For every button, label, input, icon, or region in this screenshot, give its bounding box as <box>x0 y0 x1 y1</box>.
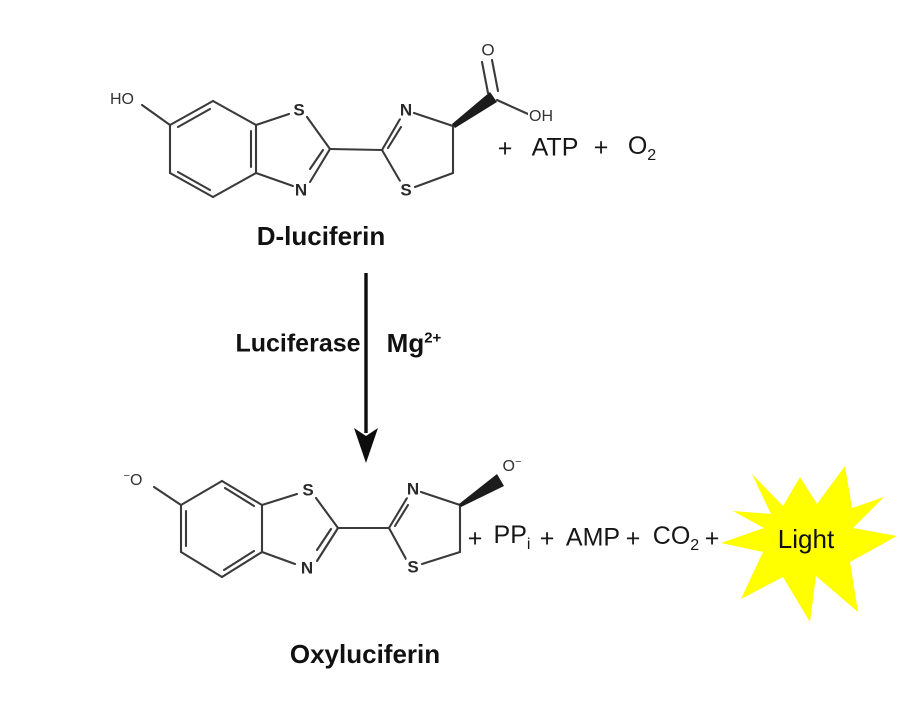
plus-sign: + <box>593 133 609 162</box>
stereo-wedge-bond-top <box>452 92 497 128</box>
sulfur-atom-label: S <box>301 480 315 500</box>
pyrophosphate-formula: PPi <box>493 521 531 553</box>
acid-oh-label: OH <box>528 108 554 125</box>
plus-sign: + <box>625 524 641 553</box>
nitrogen-atom-label: N <box>299 558 315 578</box>
plus-sign: + <box>497 134 513 163</box>
thiazoline-ring-top <box>380 111 455 189</box>
reaction-arrow <box>354 273 378 463</box>
d-luciferin-name: D-luciferin <box>256 221 386 251</box>
atp-label: ATP <box>531 133 579 162</box>
oxyluciferin-name: Oxyluciferin <box>289 639 441 669</box>
light-label: Light <box>777 524 835 554</box>
magnesium-cofactor-label: Mg2+ <box>386 328 442 358</box>
carbonyl-oxygen-label: O <box>480 40 496 60</box>
oxyluciferin-structure <box>152 474 504 579</box>
amp-label: AMP <box>565 523 621 552</box>
benzene-ring-top <box>140 99 258 199</box>
benzene-ring-bottom <box>152 479 264 579</box>
carboxyl-group <box>452 58 530 128</box>
co2-formula: CO2 <box>652 522 700 554</box>
d-luciferin-structure <box>140 58 530 199</box>
sulfur-atom-label: S <box>292 100 306 120</box>
biaryl-bond-top <box>328 147 384 152</box>
sulfur-atom-label: S <box>406 557 420 577</box>
arrow-head <box>354 428 378 463</box>
nitrogen-atom-label: N <box>398 100 414 120</box>
plus-sign: + <box>704 524 720 553</box>
stereo-wedge-bond-bottom <box>459 474 504 507</box>
enzyme-label: Luciferase <box>235 329 361 358</box>
plus-sign: + <box>539 524 555 553</box>
light-starburst <box>721 466 897 622</box>
phenolate-oxygen-label: −O <box>122 469 144 490</box>
nitrogen-atom-label: N <box>405 479 421 499</box>
alkoxide-oxygen-label: O− <box>501 455 523 476</box>
thiazole-ring-bottom <box>260 492 340 566</box>
thiazoline-ring-bottom <box>387 490 462 566</box>
hydroxyl-label: HO <box>109 91 135 108</box>
oxygen-formula: O2 <box>627 132 657 164</box>
nitrogen-atom-label: N <box>293 180 309 200</box>
thiazole-ring-top <box>254 112 332 188</box>
plus-sign: + <box>467 524 483 553</box>
sulfur-atom-label: S <box>399 180 413 200</box>
